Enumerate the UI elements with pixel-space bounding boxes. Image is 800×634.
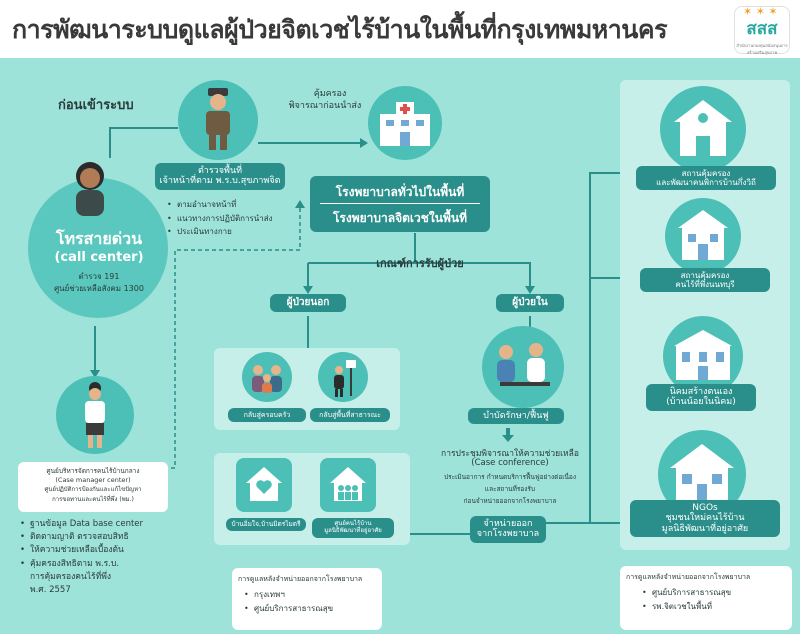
operator-person-icon [62,158,118,220]
logo: ✶ ✶ ✶ สสส สำนักงานกองทุนสนับสนุนการสร้าง… [734,5,790,55]
house-heart-icon [244,464,284,504]
followup-item: ศูนย์บริการสาธารณสุข [244,602,333,616]
case-manager-bullets: ฐานข้อมูล Data base center ติดตามญาติ ตร… [20,518,180,597]
hospital-divider [320,203,480,204]
case-manager-line1: ศูนย์บริหารจัดการคนไร้บ้านกลาง [46,467,140,475]
down-arrow-icon [502,428,514,442]
conference-subtitle: (Case conference) [471,458,549,468]
hospital-box: โรงพยาบาลทั่วไปในพื้นที่ โรงพยาบาลจิตเวช… [310,176,490,232]
logo-stars-icon: ✶ ✶ ✶ [743,5,778,18]
case-manager-line3: ศูนย์ปฏิบัติการป้องกันและแก้ไขปัญหา [44,486,142,493]
ngo-label: NGOs ชุมชนใหม่คนไร้บ้าน มูลนิธิพัฒนาที่อ… [630,500,780,538]
right-followup-box: การดูแลหลังจำหน่ายออกจากโรงพยาบาล ศูนย์บ… [620,566,792,630]
police-officer-icon [200,86,236,152]
followup-item: กรุงเทพฯ [244,588,333,602]
diagram-panel: ก่อนเข้าระบบ โทรสายด่วน (call center) ตำ… [0,58,800,634]
house-people-icon [328,464,368,504]
call-center-title: โทรสายด่วน [55,229,143,248]
cm-bullet: คุ้มครองสิทธิตาม พ.ร.บ. การคุ้มครองคนไร้… [20,558,180,598]
right-followup-list: ศูนย์บริการสาธารณสุข รพ.จิตเวชในพื้นที่ [642,586,731,613]
return-family-label: กลับสู่ครอบครัว [228,408,306,423]
settlement-building-icon [672,328,734,382]
police-bullet: แนวทางการปฏิบัติการนำส่ง [167,212,307,226]
case-manager-box: ศูนย์บริหารจัดการคนไร้บ้านกลาง (Case man… [18,462,168,512]
cm-bullet: ให้ความช่วยเหลือเบื้องต้น [20,544,180,557]
settlement-label: นิคมสร้างตนเอง (บ้านน้อยในนิคม) [646,384,756,411]
doctor-patient-icon [490,340,556,396]
inpatient-label: ผู้ป่วยใน [496,294,564,312]
case-manager-line2: (Case manager center) [55,476,131,484]
logo-text: สสส [746,19,778,39]
shelter-building-icon [676,208,730,262]
outpatient-followup-box: การดูแลหลังจำหน่ายออกจากโรงพยาบาล กรุงเท… [232,568,382,630]
ngo-house-icon [668,440,736,506]
police-label: ตำรวจพื้นที่ เจ้าหน้าที่ตาม พ.ร.บ.สุขภาพ… [155,163,285,190]
right-followup-title: การดูแลหลังจำหน่ายออกจากโรงพยาบาล [626,573,751,581]
page-title: การพัฒนาระบบดูแลผู้ป่วยจิตเวชไร้บ้านในพื… [12,15,668,44]
conference-line: ก่อนจำหน่ายออกจากโรงพยาบาล [463,497,557,505]
outpatient-followup-list: กรุงเทพฯ ศูนย์บริการสาธารณสุข [244,588,333,615]
followup-item: ศูนย์บริการสาธารณสุข [642,586,731,600]
conference-line: ประเมินอาการ กำหนดบริการฟื้นฟูอย่างต่อเน… [443,473,577,481]
criteria-label: เกณฑ์การรับผู้ป่วย [376,257,464,270]
protect-note-line1: คุ้มครอง [313,89,347,99]
hospital-psych-label: โรงพยาบาลจิตเวชในพื้นที่ [332,211,468,225]
halfway-house-icon [672,98,734,158]
shelter-home-label: บ้านอิ่มใจ,บ้านมิตรไมตรี [226,518,306,532]
police-bullet: ประเมินทางกาย [167,225,307,239]
call-center-social-number: ศูนย์ช่วยเหลือสังคม 1300 [54,284,144,293]
cm-bullet: ติดตามญาติ ตรวจสอบสิทธิ [20,531,180,544]
conference-title: การประชุมพิจารณาให้ความช่วยเหลือ [441,449,579,459]
conference-line: และสถานที่รองรับ [484,485,536,493]
family-icon [249,362,285,394]
nonthaburi-shelter-label: สถานคุ้มครอง คนไร้ที่พึ่งนนทบุรี [640,268,770,293]
police-bullet: ตามอำนาจหน้าที่ [167,198,307,212]
social-worker-icon [80,380,110,450]
case-manager-line4: การขอทานและคนไร้ที่พึ่ง (พม.) [52,496,134,503]
call-center-police-number: ตำรวจ 191 [78,272,120,281]
followup-item: รพ.จิตเวชในพื้นที่ [642,600,731,614]
outpatient-followup-title: การดูแลหลังจำหน่ายออกจากโรงพยาบาล [238,575,363,583]
hospital-building-icon [378,100,432,146]
return-public-label: กลับสู่พื้นที่สาธารณะ [310,408,390,423]
protect-note-line2: พิจารณาก่อนนำส่ง [288,101,362,111]
cm-bullet: ฐานข้อมูล Data base center [20,518,180,531]
discharge-label: จำหน่ายออก จากโรงพยาบาล [470,516,546,543]
police-bullets: ตามอำนาจหน้าที่ แนวทางการปฏิบัติการนำส่ง… [167,198,307,239]
bus-stop-person-icon [330,358,360,398]
before-system-label: ก่อนเข้าระบบ [58,98,134,113]
logo-subtitle: สำนักงานกองทุนสนับสนุนการสร้างเสริมสุขภา… [736,43,788,55]
call-center-subtitle: (call center) [54,250,144,265]
halfway-house-label: สถานคุ้มครอง และพัฒนาคนพิการบ้านกึ่งวิถี [636,166,776,191]
header: การพัฒนาระบบดูแลผู้ป่วยจิตเวชไร้บ้านในพื… [0,0,800,58]
hospital-general-label: โรงพยาบาลทั่วไปในพื้นที่ [335,185,465,199]
outpatient-label: ผู้ป่วยนอก [270,294,346,312]
treatment-circle [482,326,564,408]
homeless-center-label: ศูนย์คนไร้บ้าน มูลนิธิพัฒนาที่อยู่อาศัย [312,518,394,538]
treatment-label: บำบัดรักษา/ฟื้นฟู [468,408,564,425]
